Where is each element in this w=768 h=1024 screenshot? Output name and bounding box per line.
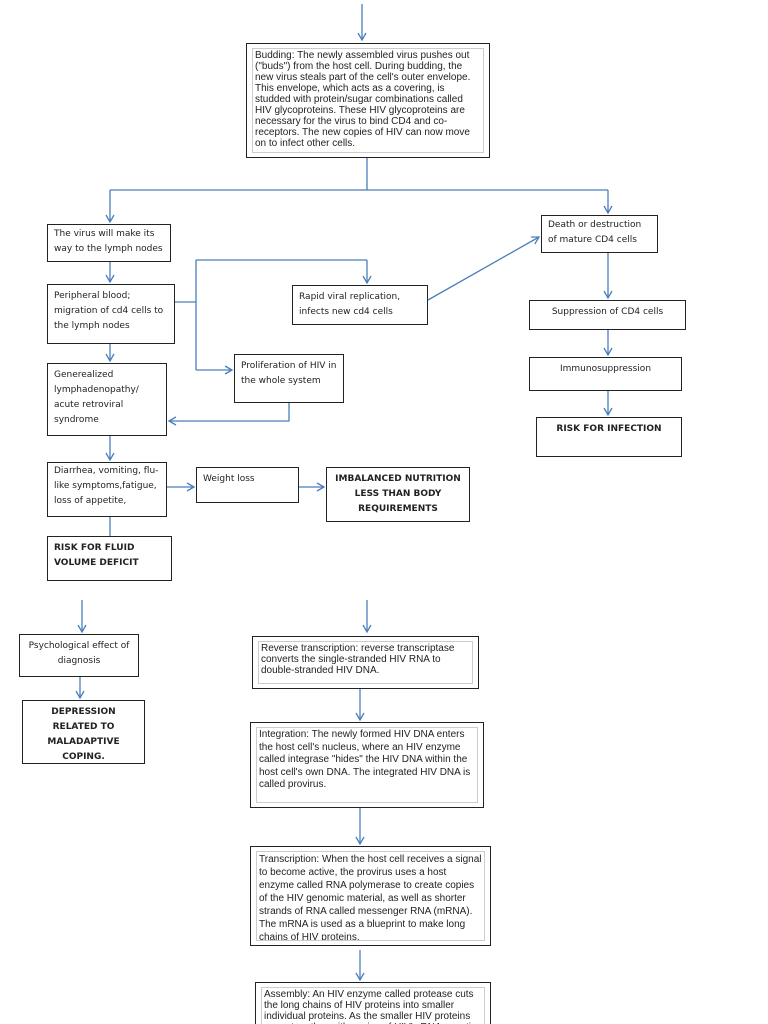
rapid-replication-box: Rapid viral replication, infects new cd4… [292, 285, 428, 325]
assembly-box: Assembly: An HIV enzyme called protease … [255, 982, 491, 1024]
generalized-lymphadenopathy-box: Generealized lymphadenopathy/ acute retr… [47, 363, 167, 436]
proliferation-box: Proliferation of HIV in the whole system [234, 354, 344, 403]
reverse-transcription-box: Reverse transcription: reverse transcrip… [252, 636, 479, 689]
imbalanced-nutrition-box: IMBALANCED NUTRITION LESS THAN BODY REQU… [326, 467, 470, 522]
budding-text: Budding: The newly assembled virus pushe… [252, 48, 484, 153]
immunosuppression-box: Immunosuppression [529, 357, 682, 391]
suppression-box: Suppression of CD4 cells [529, 300, 686, 330]
arrow-proliferation-generalized [167, 403, 290, 426]
peripheral-blood-box: Peripheral blood; migration of cd4 cells… [47, 284, 175, 344]
lymph-nodes-box: The virus will make its way to the lymph… [47, 224, 171, 262]
connector-budding-split [110, 157, 608, 191]
risk-infection-box: RISK FOR INFECTION [536, 417, 682, 457]
transcription-text: Transcription: When the host cell receiv… [256, 851, 485, 941]
reverse-transcription-text: Reverse transcription: reverse transcrip… [258, 641, 473, 684]
psychological-box: Psychological effect of diagnosis [19, 634, 139, 677]
risk-fluid-box: RISK FOR FLUID VOLUME DEFICIT [47, 536, 172, 581]
integration-box: Integration: The newly formed HIV DNA en… [250, 722, 484, 808]
integration-text: Integration: The newly formed HIV DNA en… [256, 727, 478, 803]
death-cd4-box: Death or destruction of mature CD4 cells [541, 215, 658, 253]
transcription-box: Transcription: When the host cell receiv… [250, 846, 491, 946]
assembly-text: Assembly: An HIV enzyme called protease … [261, 987, 485, 1024]
connector-peripheral-branch [175, 259, 367, 370]
depression-box: DEPRESSION RELATED TO MALADAPTIVE COPING… [22, 700, 145, 764]
budding-box: Budding: The newly assembled virus pushe… [246, 43, 490, 158]
arrow-rapid-death [427, 236, 541, 301]
diarrhea-box: Diarrhea, vomiting, flu-like symptoms,fa… [47, 462, 167, 517]
weight-loss-box: Weight loss [196, 467, 299, 503]
